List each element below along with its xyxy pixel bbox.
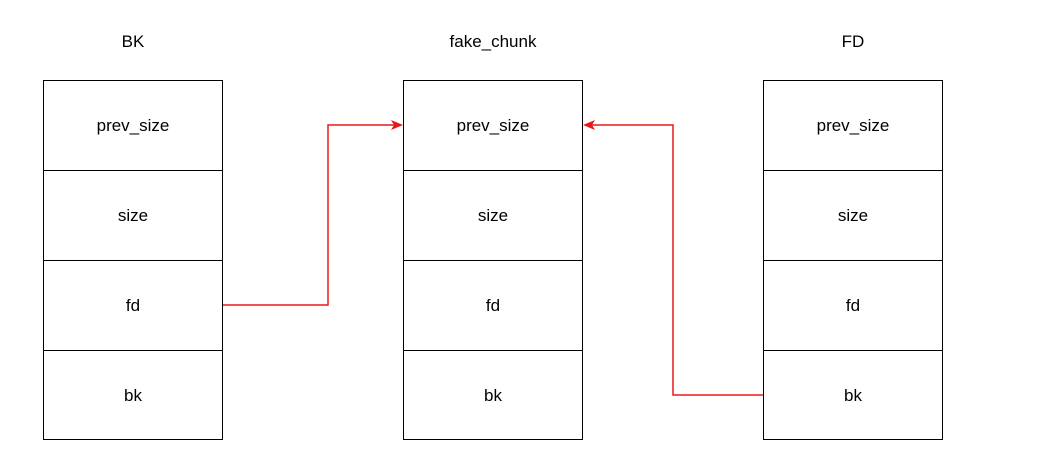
chunk-fd: prev_size size fd bk bbox=[763, 80, 943, 440]
field-bk-fd: fd bbox=[44, 261, 222, 351]
field-fake-bk: bk bbox=[484, 386, 502, 405]
field-fd-bk: bk bbox=[844, 386, 862, 405]
chunk-title-bk: BK bbox=[121, 32, 145, 51]
chunk-fake-chunk: prev_size size fd bk bbox=[403, 80, 583, 440]
arrow-bk-fd-to-fake-prev-size bbox=[223, 120, 403, 306]
arrow-fd-bk-to-fake-prev-size bbox=[583, 120, 763, 396]
chunk-title-fd: FD bbox=[841, 32, 865, 51]
chunk-bk: prev_size size fd bk bbox=[43, 80, 223, 440]
field-fake-size: size bbox=[404, 171, 582, 261]
chunk-title-fake-chunk: fake_chunk bbox=[449, 32, 537, 51]
field-fd-prev-size: prev_size bbox=[764, 81, 942, 171]
field-bk-prev-size: prev_size bbox=[44, 81, 222, 171]
field-fd-size: size bbox=[764, 171, 942, 261]
field-fd-fd: fd bbox=[764, 261, 942, 351]
field-bk-size: size bbox=[44, 171, 222, 261]
field-bk-bk: bk bbox=[124, 386, 142, 405]
field-fake-prev-size: prev_size bbox=[404, 81, 582, 171]
field-fake-fd: fd bbox=[404, 261, 582, 351]
